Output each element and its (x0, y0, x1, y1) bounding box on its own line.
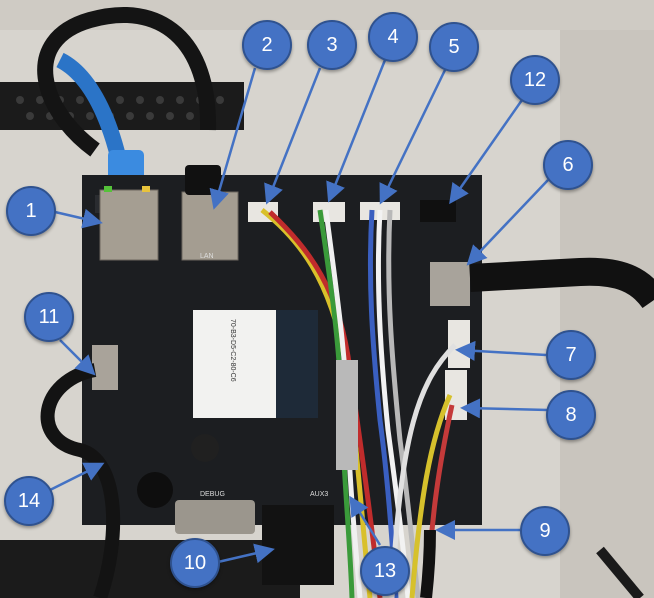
callout-marker-11: 11 (24, 292, 74, 342)
callout-marker-7: 7 (546, 330, 596, 380)
callout-marker-10: 10 (170, 538, 220, 588)
callout-marker-12: 12 (510, 55, 560, 105)
callout-marker-8: 8 (546, 390, 596, 440)
connector-7 (448, 320, 470, 368)
db9-connector (175, 500, 255, 534)
module-mac-text: 70-B3-D5-C2-80-C6 (229, 319, 236, 382)
rj45-jack-2 (181, 191, 239, 261)
callout-marker-5: 5 (429, 22, 479, 72)
callout-marker-13: 13 (360, 546, 410, 596)
bracket (596, 546, 644, 598)
usb-cable (40, 363, 121, 598)
callout-marker-1: 1 (6, 186, 56, 236)
callout-marker-6: 6 (543, 140, 593, 190)
cable-sleeve (336, 360, 358, 470)
header-12 (420, 200, 456, 222)
db9-plug-cable (262, 505, 334, 585)
din-rail-bottom (0, 540, 300, 598)
callout-marker-14: 14 (4, 476, 54, 526)
dc-cable (420, 529, 436, 598)
black-rj45-plug (185, 165, 221, 195)
hdmi-port (430, 262, 470, 306)
debug-silkscreen: DEBUG (200, 491, 225, 498)
usb-port (92, 345, 118, 390)
lan-silkscreen: LAN (200, 253, 214, 260)
aux3-silkscreen: AUX3 (310, 491, 328, 498)
callout-marker-4: 4 (368, 12, 418, 62)
callout-marker-9: 9 (520, 506, 570, 556)
callout-marker-2: 2 (242, 20, 292, 70)
hdmi-cable (469, 257, 654, 309)
black-ethernet-cable (37, 7, 217, 157)
coin-cell (137, 472, 173, 508)
callout-marker-3: 3 (307, 20, 357, 70)
rj45-jack-1 (99, 189, 159, 261)
